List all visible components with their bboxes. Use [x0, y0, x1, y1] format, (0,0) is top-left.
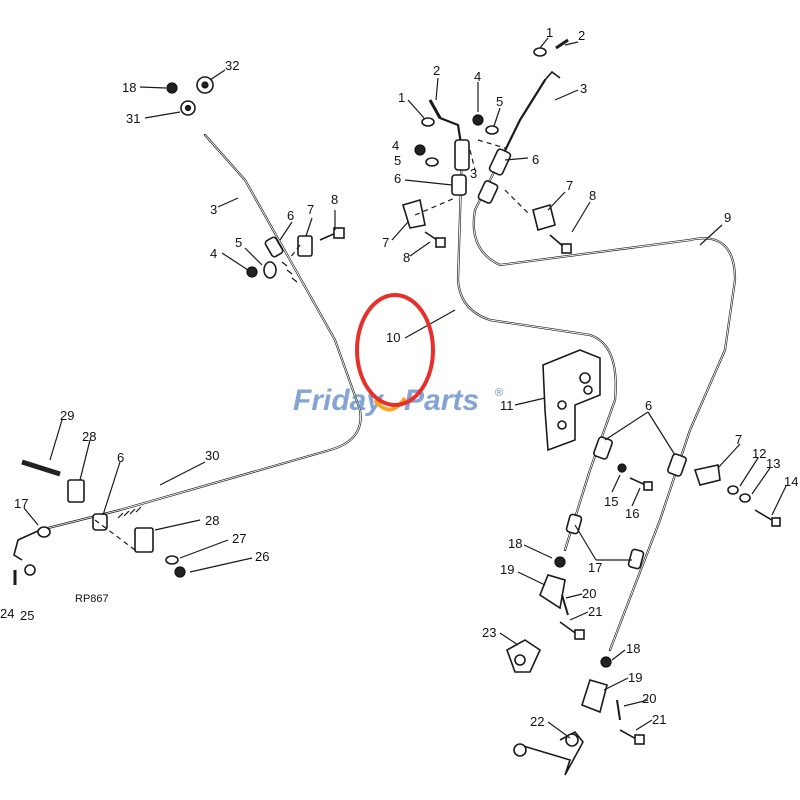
- callout-1: 1: [546, 25, 553, 40]
- watermark-text-right: Parts: [404, 384, 479, 417]
- callout-8: 8: [589, 188, 596, 203]
- callout-5: 5: [394, 153, 401, 168]
- assembly-dashes: [94, 139, 531, 551]
- watermark-accent-swoosh: [373, 396, 407, 412]
- cable-30: [38, 133, 362, 532]
- callout-19: 19: [628, 670, 642, 685]
- callout-7: 7: [566, 178, 573, 193]
- callout-7: 7: [735, 432, 742, 447]
- cable-10: [456, 148, 617, 552]
- callout-3: 3: [580, 81, 587, 96]
- callout-16: 16: [625, 506, 639, 521]
- callout-10: 10: [386, 330, 400, 345]
- callout-11: 11: [500, 398, 514, 413]
- callout-3: 3: [470, 166, 477, 181]
- highlight-circle: [355, 293, 435, 407]
- callout-24: 24: [0, 606, 14, 621]
- callout-7: 7: [382, 235, 389, 250]
- callout-25: 25: [20, 608, 34, 623]
- callout-numbers: 1 2 3 1 2 4 5 4 5 6 3 6 3 7 8 7 8 9 10 1…: [0, 25, 798, 729]
- callout-29: 29: [60, 408, 74, 423]
- figure-code: RP867: [75, 593, 109, 605]
- callout-20: 20: [642, 691, 656, 706]
- callout-27: 27: [232, 531, 246, 546]
- callout-28: 28: [82, 429, 96, 444]
- callout-19: 19: [500, 562, 514, 577]
- callout-17: 17: [14, 496, 28, 511]
- callout-15: 15: [604, 494, 618, 509]
- callout-32: 32: [225, 58, 239, 73]
- callout-20: 20: [582, 586, 596, 601]
- callout-21: 21: [652, 712, 666, 727]
- callout-31: 31: [126, 111, 140, 126]
- callout-leaders: [23, 37, 787, 739]
- callout-1: 1: [398, 90, 405, 105]
- callout-30: 30: [205, 448, 219, 463]
- watermark-registered-mark: ®: [495, 387, 503, 399]
- callout-12: 12: [752, 446, 766, 461]
- callout-5: 5: [235, 235, 242, 250]
- callout-6: 6: [394, 171, 401, 186]
- callout-26: 26: [255, 549, 269, 564]
- callout-21: 21: [588, 604, 602, 619]
- callout-4: 4: [392, 138, 399, 153]
- watermark-logo: Friday Parts ®: [293, 384, 503, 417]
- callout-9: 9: [724, 210, 731, 225]
- callout-18: 18: [122, 80, 136, 95]
- callout-22: 22: [530, 714, 544, 729]
- callout-8: 8: [331, 192, 338, 207]
- cable-9: [472, 158, 737, 652]
- callout-14: 14: [784, 474, 798, 489]
- callout-6: 6: [645, 398, 652, 413]
- cable-fittings: [92, 139, 687, 570]
- callout-28: 28: [205, 513, 219, 528]
- callout-2: 2: [578, 28, 585, 43]
- callout-18: 18: [626, 641, 640, 656]
- callout-17: 17: [588, 560, 602, 575]
- callout-6: 6: [117, 450, 124, 465]
- callout-8: 8: [403, 250, 410, 265]
- watermark-text-left: Friday: [293, 384, 384, 417]
- callout-4: 4: [210, 246, 217, 261]
- cable-3-top: [496, 78, 547, 167]
- callout-6: 6: [287, 208, 294, 223]
- hardware: [13, 38, 781, 776]
- callout-3: 3: [210, 202, 217, 217]
- callout-6: 6: [532, 152, 539, 167]
- callout-13: 13: [766, 456, 780, 471]
- callout-5: 5: [496, 94, 503, 109]
- callout-2: 2: [433, 63, 440, 78]
- callout-4: 4: [474, 69, 481, 84]
- callout-23: 23: [482, 625, 496, 640]
- callout-18: 18: [508, 536, 522, 551]
- callout-7: 7: [307, 202, 314, 217]
